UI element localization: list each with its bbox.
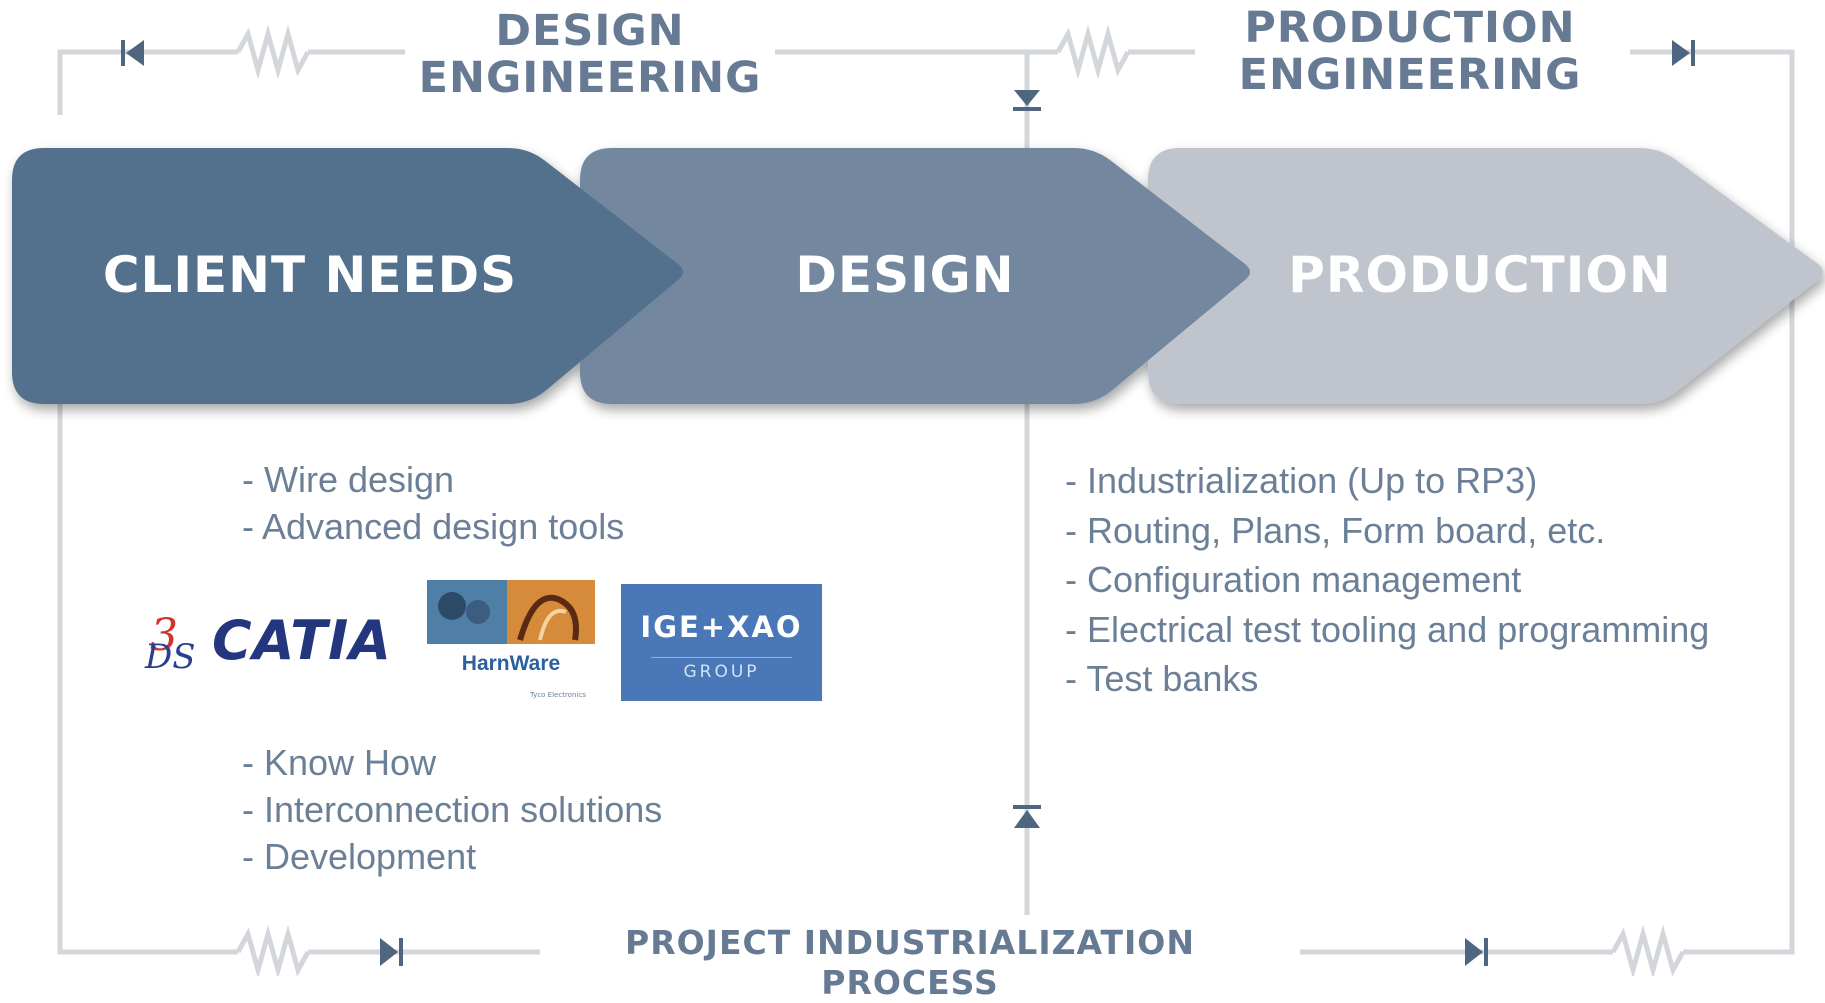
list-item: - Industrialization (Up to RP3) bbox=[1065, 460, 1538, 501]
list-item: - Interconnection solutions bbox=[242, 789, 663, 830]
resistor-icon-bottom-right bbox=[1610, 924, 1686, 976]
resistor-icon-top-right bbox=[1055, 24, 1131, 80]
catia-logo: 3 DS bbox=[144, 610, 196, 677]
list-item: - Routing, Plans, Form board, etc. bbox=[1065, 509, 1606, 551]
diode-icon-bottom-right bbox=[1465, 938, 1488, 966]
diode-icon-top-left bbox=[121, 40, 144, 66]
design-engineering-heading: DESIGN ENGINEERING bbox=[418, 6, 762, 103]
step-label-client-needs: CLIENT NEEDS bbox=[102, 246, 518, 304]
catia-wordmark: CATIA bbox=[142, 605, 407, 675]
diode-icon-bottom-left bbox=[380, 938, 403, 966]
chevron-production bbox=[1148, 148, 1823, 404]
list-item: - Test banks bbox=[1065, 658, 1259, 699]
list-item: - Know How bbox=[242, 742, 437, 783]
harnware-wordmark: HarnWare bbox=[427, 652, 595, 676]
list-item: - Wire design bbox=[242, 459, 455, 500]
list-item: - Advanced design tools bbox=[242, 506, 625, 547]
production-bullets: - Industrialization (Up to RP3) - Routin… bbox=[1065, 456, 1709, 704]
diode-icon-center-bottom bbox=[1013, 805, 1041, 828]
chevron-client-needs bbox=[12, 148, 683, 404]
catia-mark-ds: DS bbox=[144, 637, 196, 677]
harnware-sub-text: Tyco Electronics bbox=[529, 691, 586, 699]
diode-icon-center-top bbox=[1013, 90, 1041, 111]
production-engineering-heading: PRODUCTION ENGINEERING bbox=[1238, 3, 1582, 100]
list-item: - Configuration management bbox=[1065, 559, 1522, 600]
project-industrialization-heading: PROJECT INDUSTRIALIZATION PROCESS bbox=[625, 923, 1195, 1002]
design-bullets-top: - Wire design - Advanced design tools bbox=[242, 456, 624, 550]
harnware-text: HarnWare bbox=[461, 652, 561, 675]
step-label-design: DESIGN bbox=[795, 246, 1015, 304]
frame-top-left bbox=[57, 49, 405, 115]
harnware-logo: Tyco Electronics bbox=[427, 580, 595, 700]
resistor-icon-top-left bbox=[235, 24, 311, 80]
diagram-canvas: 3 DS Tyco Electronics bbox=[12, 24, 1823, 976]
resistor-symbols bbox=[235, 24, 1686, 976]
process-chevrons bbox=[12, 148, 1823, 404]
chevron-design bbox=[580, 148, 1250, 404]
catia-mark-3: 3 bbox=[150, 610, 178, 661]
frame-top-right bbox=[1300, 49, 1795, 955]
list-item: - Electrical test tooling and programmin… bbox=[1065, 608, 1710, 650]
ige-group-text: GROUP bbox=[683, 662, 760, 682]
ige-xao-logo: IGE+XAO GROUP bbox=[621, 584, 822, 701]
ige-divider bbox=[651, 657, 792, 658]
catia-text: CATIA bbox=[212, 609, 392, 672]
step-label-production: PRODUCTION bbox=[1288, 246, 1672, 304]
design-bullets-bottom: - Know How - Interconnection solutions -… bbox=[242, 739, 662, 880]
diode-icon-top-right bbox=[1672, 40, 1695, 66]
diode-symbols bbox=[121, 40, 1695, 966]
list-item: - Development bbox=[242, 836, 477, 877]
resistor-icon-bottom-left bbox=[235, 924, 311, 976]
ige-xao-title: IGE+XAO bbox=[640, 610, 803, 644]
